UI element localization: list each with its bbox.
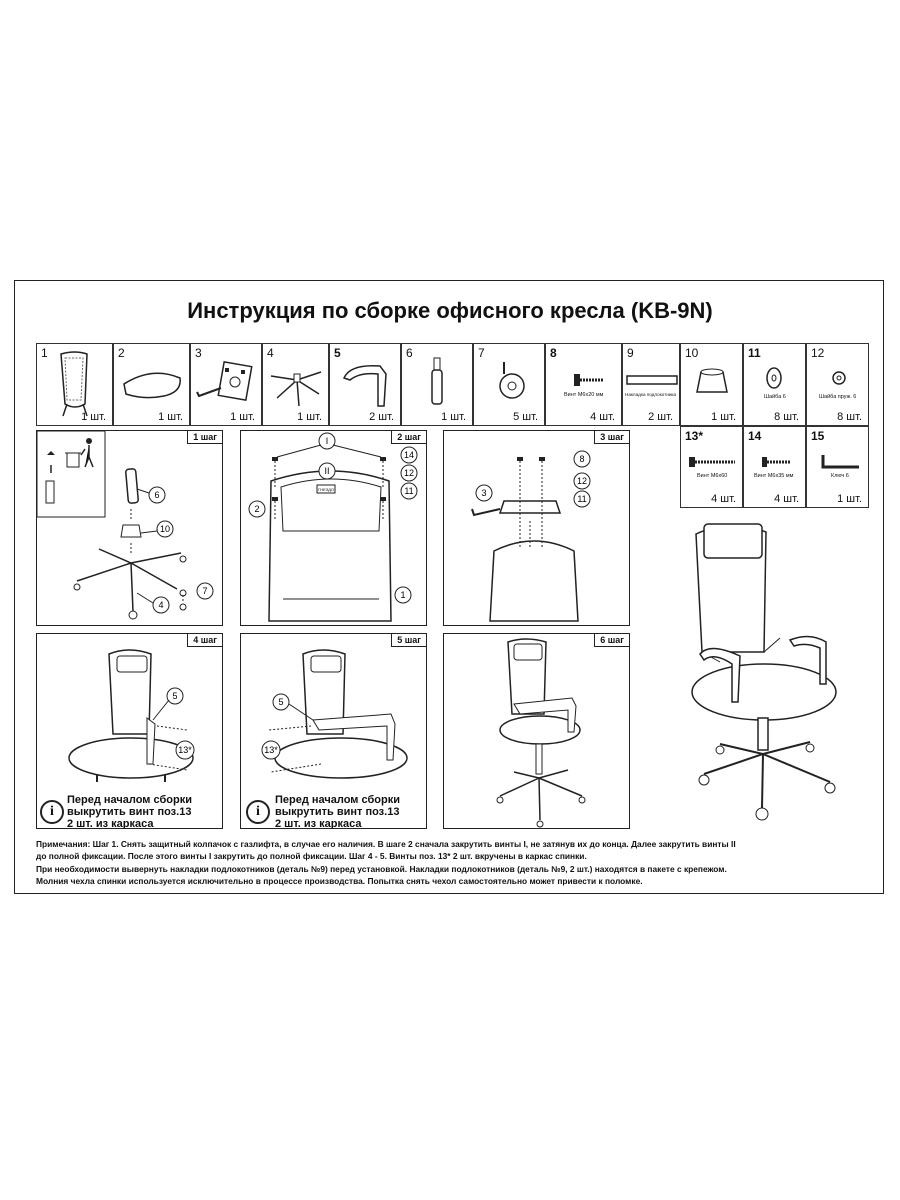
notes-line: до полной фиксации. После этого винты I … <box>36 851 587 861</box>
step-4-panel: 4 шаг 13* 5 i Перед началом сборки выкру… <box>36 633 223 829</box>
callout: 12 <box>404 468 414 478</box>
callout: II <box>324 466 329 476</box>
part-qty: 1 шт. <box>837 493 862 505</box>
callout: 5 <box>172 691 177 701</box>
assembly-note: Перед началом сборки выкрутить винт поз.… <box>67 794 192 829</box>
note-line: Перед началом сборки <box>67 794 192 806</box>
part-caption: Накладка подлокотника <box>625 392 676 397</box>
callout: I <box>326 436 329 446</box>
part-caption: Винт М6х35 мм <box>754 473 793 479</box>
part-qty: 1 шт. <box>297 411 322 423</box>
part-qty: 2 шт. <box>369 411 394 423</box>
step-5-panel: 5 шаг 13* 5 i Перед началом сборки выкру… <box>240 633 427 829</box>
part-15: 15 Ключ 6 1 шт. <box>806 426 869 508</box>
callout: 2 <box>254 504 259 514</box>
part-qty: 1 шт. <box>230 411 255 423</box>
callout: 6 <box>154 490 159 500</box>
step-6-panel: 6 шаг <box>443 633 630 829</box>
callout: 11 <box>577 494 586 504</box>
part-qty: 4 шт. <box>774 493 799 505</box>
assembly-notes: Примечания: Шаг 1. Снять защитный колпач… <box>36 838 866 887</box>
part-qty: 4 шт. <box>711 493 736 505</box>
part-12: 12 Шайба пруж. 6 8 шт. <box>806 343 869 426</box>
part-qty: 1 шт. <box>158 411 183 423</box>
part-caption: Шайба 6 <box>764 394 786 400</box>
note-line: 2 шт. из каркаса <box>275 818 400 829</box>
part-caption: Винт М6х20 мм <box>564 392 603 398</box>
step-2-diagram: ГНЕЗДО I II 14 12 11 2 1 <box>241 431 427 626</box>
part-qty: 1 шт. <box>441 411 466 423</box>
step-3-diagram: 8 12 11 3 <box>444 431 630 626</box>
callout: 12 <box>577 476 587 486</box>
callout: 8 <box>579 454 584 464</box>
callout: 13* <box>264 745 278 755</box>
info-icon: i <box>246 800 270 824</box>
callout: 5 <box>278 697 283 707</box>
part-4: 4 1 шт. <box>262 343 329 426</box>
step-6-diagram <box>444 634 630 829</box>
note-line: выкрутить винт поз.13 <box>275 806 400 818</box>
step-3-panel: 3 шаг 8 12 11 3 <box>443 430 630 626</box>
part-qty: 1 шт. <box>81 411 106 423</box>
callout: 7 <box>202 586 207 596</box>
step-2-panel: 2 шаг ГНЕЗДО I II 14 12 11 2 1 <box>240 430 427 626</box>
part-9: 9 Накладка подлокотника 2 шт. <box>622 343 680 426</box>
part-7: 7 5 шт. <box>473 343 545 426</box>
notes-label: Примечания: <box>36 839 90 849</box>
callout: 11 <box>404 486 413 496</box>
part-qty: 1 шт. <box>711 411 736 423</box>
part-qty: 8 шт. <box>774 411 799 423</box>
note-line: Перед началом сборки <box>275 794 400 806</box>
page-title: Инструкция по сборке офисного кресла (KB… <box>0 298 900 324</box>
note-line: 2 шт. из каркаса <box>67 818 192 829</box>
part-1: 1 1 шт. <box>36 343 113 426</box>
part-5: 5 2 шт. <box>329 343 401 426</box>
callout: 13* <box>178 745 192 755</box>
part-8: 8 Винт М6х20 мм 4 шт. <box>545 343 622 426</box>
part-10: 10 1 шт. <box>680 343 743 426</box>
part-13: 13* Винт М6х60 4 шт. <box>680 426 743 508</box>
part-qty: 2 шт. <box>648 411 673 423</box>
notes-line: При необходимости вывернуть накладки под… <box>36 864 727 874</box>
notes-line: Шаг 1. Снять защитный колпачок с газлифт… <box>90 839 735 849</box>
notes-line: Молния чехла спинки используется исключи… <box>36 876 643 886</box>
socket-label: ГНЕЗДО <box>318 487 334 492</box>
part-3: 3 1 шт. <box>190 343 262 426</box>
part-caption: Винт М6х60 <box>697 473 727 479</box>
part-11: 11 Шайба 6 8 шт. <box>743 343 806 426</box>
note-line: выкрутить винт поз.13 <box>67 806 192 818</box>
part-caption: Шайба пруж. 6 <box>819 394 856 400</box>
assembly-note: Перед началом сборки выкрутить винт поз.… <box>275 794 400 829</box>
part-caption: Ключ 6 <box>831 473 849 479</box>
callout: 14 <box>404 450 414 460</box>
callout: 10 <box>160 524 170 534</box>
part-qty: 5 шт. <box>513 411 538 423</box>
part-6: 6 1 шт. <box>401 343 473 426</box>
assembled-chair-illustration <box>680 512 850 832</box>
step-1-panel: 1 шаг 6 10 4 7 <box>36 430 223 626</box>
part-qty: 4 шт. <box>590 411 615 423</box>
part-qty: 8 шт. <box>837 411 862 423</box>
info-icon: i <box>40 800 64 824</box>
callout: 1 <box>400 590 405 600</box>
step-1-diagram: 6 10 4 7 <box>37 431 223 626</box>
part-2: 2 1 шт. <box>113 343 190 426</box>
callout: 4 <box>158 600 163 610</box>
part-14: 14 Винт М6х35 мм 4 шт. <box>743 426 806 508</box>
callout: 3 <box>481 488 486 498</box>
